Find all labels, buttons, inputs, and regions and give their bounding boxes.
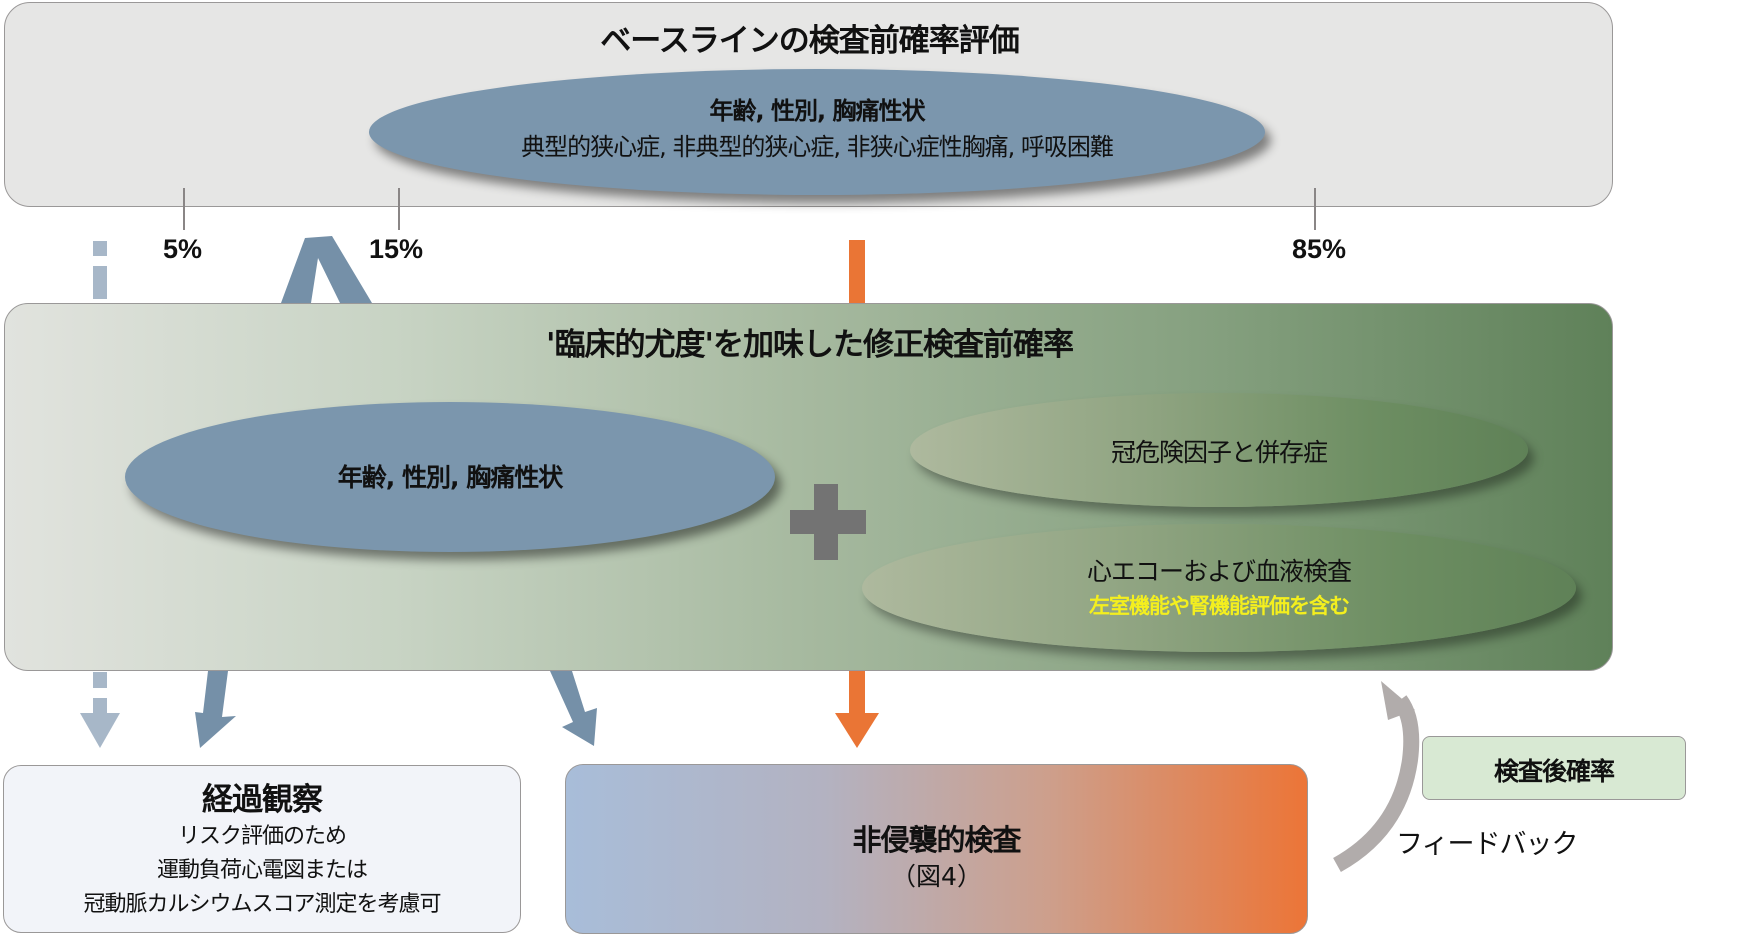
tick-15-percent — [398, 188, 400, 230]
dashed-arrow-follow-up-icon — [80, 241, 120, 748]
split-arrow-icon — [195, 236, 597, 748]
follow-up-line: 運動負荷心電図または — [156, 858, 368, 883]
risk-factors-text: 冠危険因子と併存症 — [1110, 438, 1328, 467]
echo-blood-test-ellipse: 心エコーおよび血液検査 左室機能や腎機能評価を含む — [862, 524, 1576, 652]
post-test-probability-box: 検査後確率 — [1422, 736, 1686, 800]
tick-5-percent — [183, 188, 185, 230]
echo-blood-test-text: 心エコーおよび血液検査 — [1086, 557, 1352, 586]
noninvasive-test-figure-ref: （図4） — [891, 862, 982, 891]
post-test-probability-label: 検査後確率 — [1493, 757, 1615, 786]
tick-85-percent — [1314, 188, 1316, 230]
follow-up-box: 経過観察 リスク評価のため 運動負荷心電図または 冠動脈カルシウムスコア測定を考… — [3, 765, 521, 933]
plus-icon-bar — [790, 510, 866, 534]
basic-factors-text: 年齢, 性別, 胸痛性状 — [337, 463, 563, 492]
threshold-5-percent: 5% — [163, 234, 203, 264]
risk-factors-ellipse: 冠危険因子と併存症 — [910, 393, 1528, 507]
follow-up-line: リスク評価のため — [177, 824, 347, 849]
modified-probability-title: '臨床的尤度'を加味した修正検査前確率 — [546, 327, 1074, 363]
threshold-15-percent: 15% — [369, 234, 424, 264]
threshold-85-percent: 85% — [1292, 234, 1347, 264]
feedback-arrow-icon — [1333, 681, 1420, 872]
feedback-label: フィードバック — [1396, 829, 1578, 860]
baseline-panel: ベースラインの検査前確率評価 年齢, 性別, 胸痛性状 典型的狭心症, 非典型的… — [4, 2, 1613, 207]
baseline-ellipse-detail: 典型的狭心症, 非典型的狭心症, 非狭心症性胸痛, 呼吸困難 — [521, 133, 1114, 161]
baseline-ellipse-heading: 年齢, 性別, 胸痛性状 — [709, 97, 926, 125]
noninvasive-test-title: 非侵襲的検査 — [852, 823, 1021, 857]
baseline-title: ベースラインの検査前確率評価 — [600, 23, 1019, 59]
basic-factors-ellipse: 年齢, 性別, 胸痛性状 — [125, 402, 775, 552]
baseline-ellipse: 年齢, 性別, 胸痛性状 典型的狭心症, 非典型的狭心症, 非狭心症性胸痛, 呼… — [369, 69, 1265, 195]
follow-up-title: 経過観察 — [202, 782, 323, 818]
follow-up-line: 冠動脈カルシウムスコア測定を考慮可 — [83, 892, 441, 917]
echo-blood-test-note: 左室機能や腎機能評価を含む — [1089, 594, 1350, 618]
orange-arrow-icon — [835, 240, 879, 748]
noninvasive-test-box: 非侵襲的検査 （図4） — [565, 764, 1308, 934]
